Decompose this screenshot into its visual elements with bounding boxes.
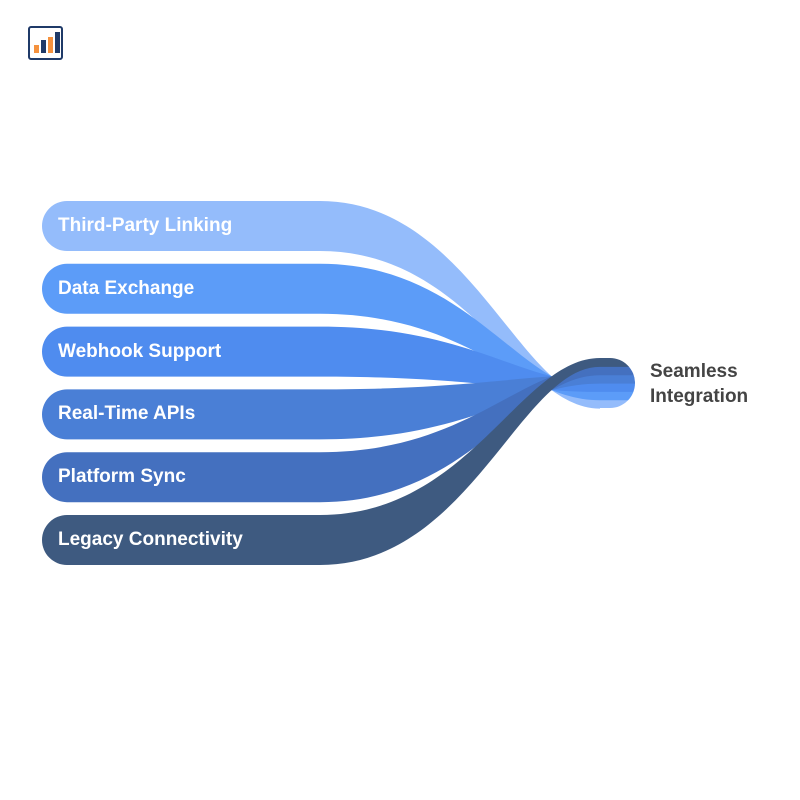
flow-band xyxy=(42,374,635,440)
flow-band xyxy=(42,358,635,565)
source-label: Legacy Connectivity xyxy=(58,529,243,550)
source-label: Webhook Support xyxy=(58,340,222,362)
flow-band xyxy=(42,263,635,401)
source-label: Data Exchange xyxy=(58,277,195,299)
source-label: Third-Party Linking xyxy=(58,215,233,236)
bar-chart-logo-icon xyxy=(28,26,63,60)
flow-band xyxy=(42,326,635,392)
source-label: Real-Time APIs xyxy=(58,403,196,425)
target-label: Seamless Integration xyxy=(650,361,749,407)
flow-band xyxy=(42,366,635,503)
flow-band xyxy=(42,201,635,409)
source-label: Platform Sync xyxy=(58,466,186,488)
